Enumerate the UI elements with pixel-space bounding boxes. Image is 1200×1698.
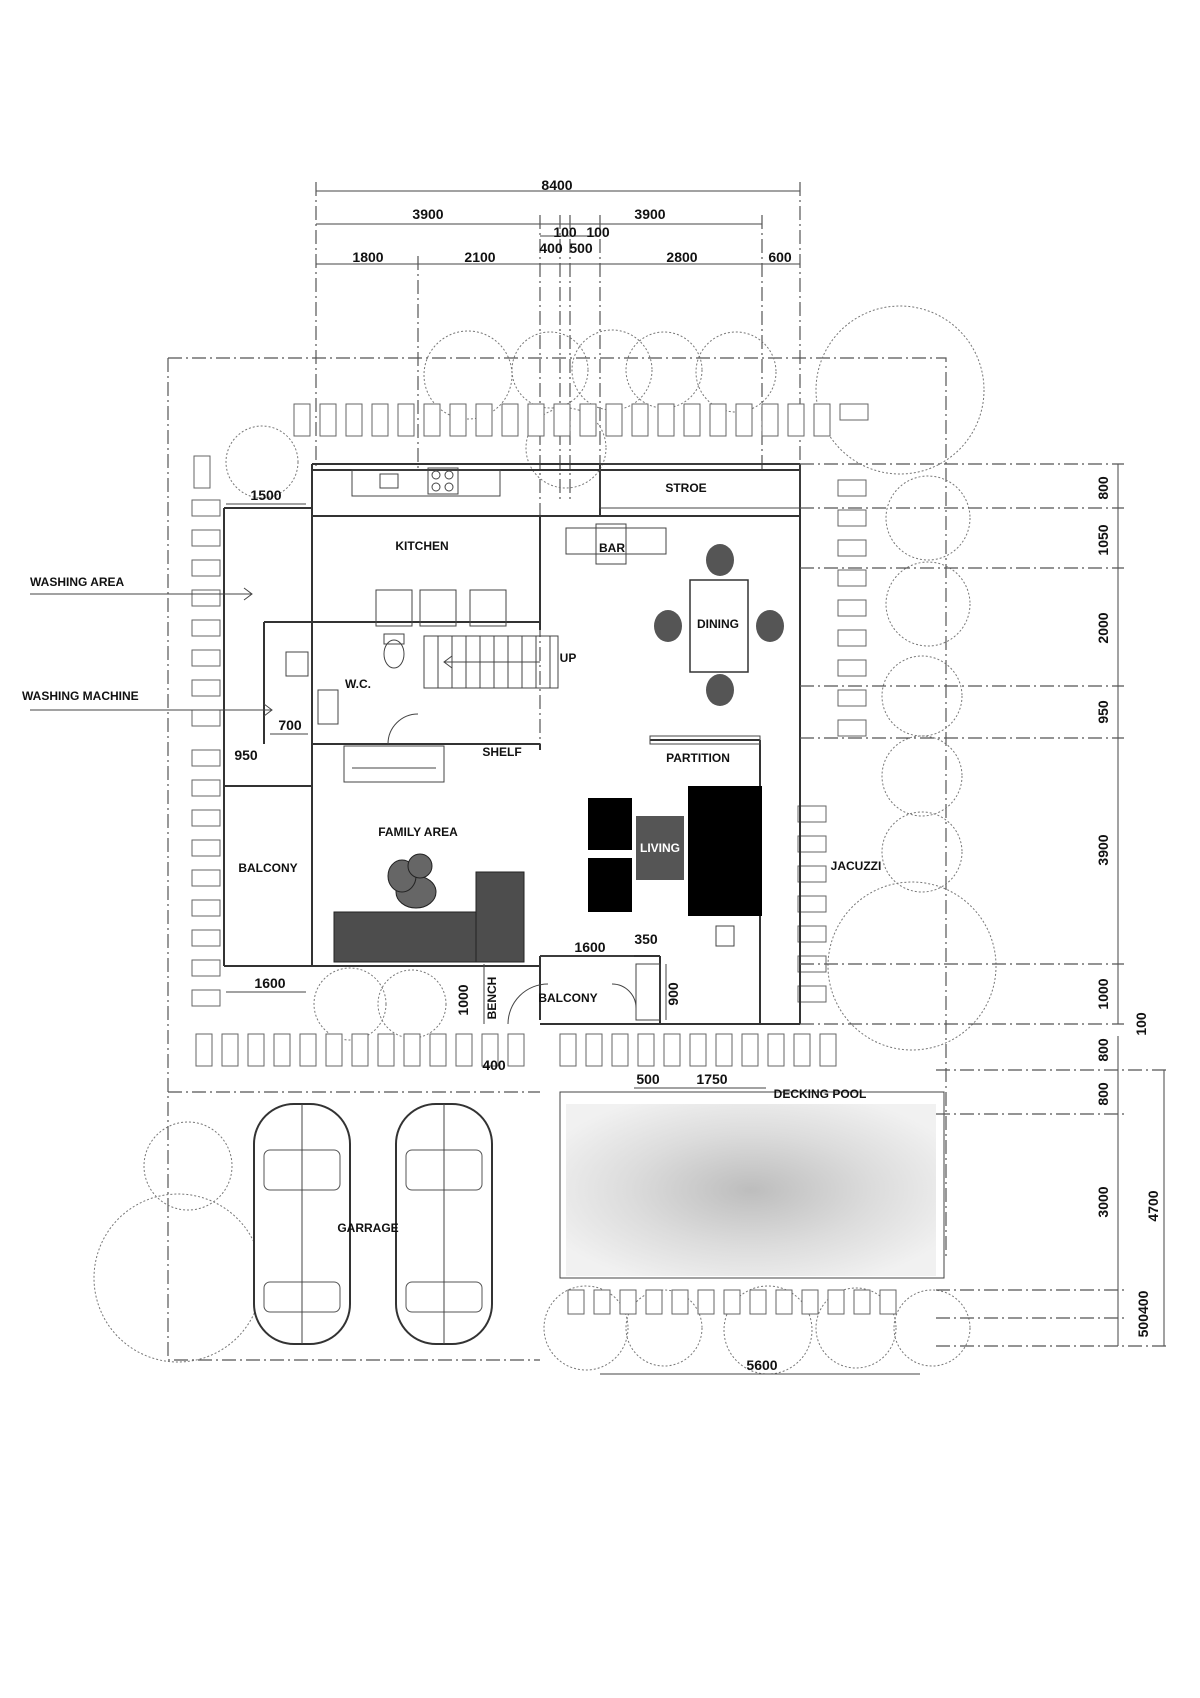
dim-right-950: 950 bbox=[1095, 700, 1111, 724]
site-boundary bbox=[167, 357, 947, 1361]
room-label-kitchen: KITCHEN bbox=[395, 539, 448, 553]
car-left bbox=[253, 1103, 351, 1345]
decking-pool-water bbox=[566, 1104, 936, 1276]
dim-1500: 1500 bbox=[250, 487, 281, 503]
dim-700: 700 bbox=[278, 717, 302, 733]
stair-label-up: UP bbox=[560, 651, 577, 665]
dim-1600-balcony: 1600 bbox=[574, 939, 605, 955]
room-label-store: STROE bbox=[665, 481, 706, 495]
dim-5600-pool: 5600 bbox=[746, 1357, 777, 1373]
dim-right-3000: 3000 bbox=[1095, 1186, 1111, 1217]
car-right bbox=[395, 1103, 493, 1345]
dim-seg-1800: 1800 bbox=[352, 249, 383, 265]
room-label-living: LIVING bbox=[640, 841, 680, 855]
stepping-stones bbox=[191, 403, 897, 1315]
dim-1750-pool: 1750 bbox=[696, 1071, 727, 1087]
label-bench: BENCH bbox=[485, 977, 499, 1020]
dim-400-bench: 400 bbox=[482, 1057, 506, 1073]
room-label-balcony-mid: BALCONY bbox=[538, 991, 597, 1005]
label-decking-pool: DECKING POOL bbox=[774, 1087, 867, 1101]
dim-small-b: 100 bbox=[586, 224, 610, 240]
room-label-wc: W.C. bbox=[345, 677, 371, 691]
family-living-furniture bbox=[333, 786, 762, 963]
dim-seg-2800: 2800 bbox=[666, 249, 697, 265]
dim-350-balcony: 350 bbox=[634, 931, 658, 947]
room-label-garage: GARRAGE bbox=[337, 1221, 398, 1235]
dim-seg-600: 600 bbox=[768, 249, 792, 265]
dim-right-4700: 4700 bbox=[1145, 1190, 1161, 1221]
dim-left-half: 3900 bbox=[412, 206, 443, 222]
dim-seg-500: 500 bbox=[569, 240, 593, 256]
trees-right-column bbox=[827, 475, 997, 1051]
dim-right-1000: 1000 bbox=[1095, 978, 1111, 1009]
callout-washing-machine: WASHING MACHINE bbox=[22, 689, 139, 703]
callout-arrows bbox=[30, 587, 273, 717]
balcony-mid-doors bbox=[507, 963, 661, 1025]
dim-overall-width: 8400 bbox=[541, 177, 572, 193]
dim-900-balcony: 900 bbox=[665, 982, 681, 1006]
kitchen-fixtures bbox=[351, 467, 507, 627]
dim-500-pool: 500 bbox=[636, 1071, 660, 1087]
store-and-bar bbox=[565, 463, 801, 565]
dim-right-2000: 2000 bbox=[1095, 612, 1111, 643]
inner-dimension-lines bbox=[226, 503, 920, 1375]
callout-washing-area: WASHING AREA bbox=[30, 575, 125, 589]
pool-edge bbox=[559, 1091, 945, 1279]
wc-fixtures bbox=[285, 633, 419, 745]
dim-950: 950 bbox=[234, 747, 258, 763]
dim-right-1050: 1050 bbox=[1095, 524, 1111, 555]
dim-1000-bench: 1000 bbox=[455, 984, 471, 1015]
dim-small-a: 100 bbox=[553, 224, 577, 240]
room-label-balcony-left: BALCONY bbox=[238, 861, 297, 875]
dim-seg-2100: 2100 bbox=[464, 249, 495, 265]
right-dimension-lines bbox=[800, 463, 1170, 1347]
dim-1600-left: 1600 bbox=[254, 975, 285, 991]
room-label-dining: DINING bbox=[697, 617, 739, 631]
dim-right-half: 3900 bbox=[634, 206, 665, 222]
room-label-jacuzzi: JACUZZI bbox=[831, 859, 882, 873]
shelf-and-partition bbox=[343, 735, 761, 783]
dining-table-set bbox=[654, 544, 784, 706]
label-shelf: SHELF bbox=[482, 745, 521, 759]
dim-right-800-c: 800 bbox=[1095, 1082, 1111, 1106]
dim-right-800-a: 800 bbox=[1095, 476, 1111, 500]
top-dimension-lines bbox=[315, 182, 801, 750]
dim-right-100: 100 bbox=[1133, 1012, 1149, 1036]
room-label-family-area: FAMILY AREA bbox=[378, 825, 458, 839]
dim-right-3900: 3900 bbox=[1095, 834, 1111, 865]
dim-right-800-b: 800 bbox=[1095, 1038, 1111, 1062]
staircase bbox=[423, 635, 559, 689]
label-partition: PARTITION bbox=[666, 751, 730, 765]
trees-top-row bbox=[225, 305, 985, 499]
dim-seg-400: 400 bbox=[539, 240, 563, 256]
dim-right-500400: 500400 bbox=[1135, 1290, 1151, 1337]
room-label-bar: BAR bbox=[599, 541, 625, 555]
